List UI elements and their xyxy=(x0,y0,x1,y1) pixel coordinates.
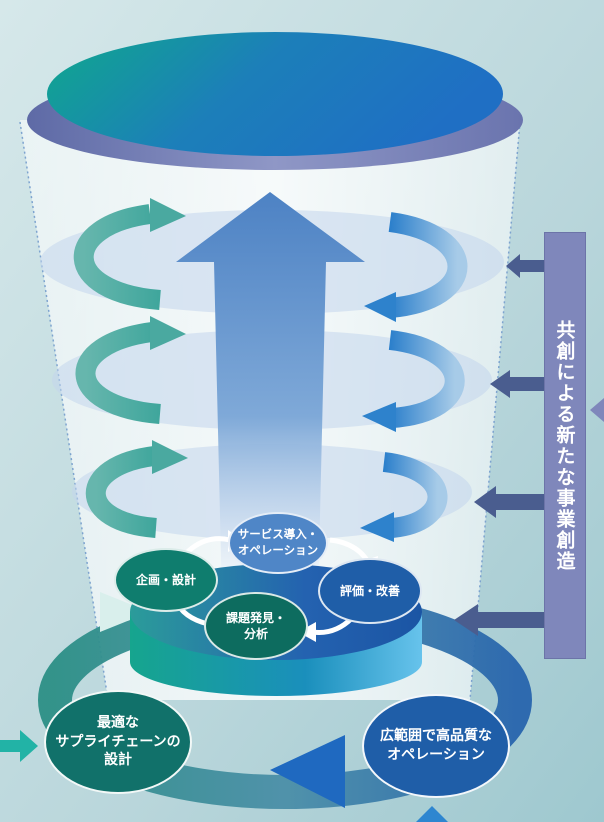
teal-cycle-arrow-2 xyxy=(75,322,161,424)
cone-edge-right xyxy=(469,121,521,701)
ring-arrowhead-left xyxy=(270,735,345,808)
cycle-node-service-label: サービス導入・ オペレーション xyxy=(237,527,319,557)
side-arrow-edge xyxy=(590,398,604,422)
blue-cycle-arrow-2 xyxy=(388,330,465,428)
side-arrows xyxy=(454,254,604,636)
cycle-node-planning: 企画・設計 xyxy=(114,548,218,612)
blue-cycle-arrow-3 xyxy=(382,452,448,538)
bottom-up-arrow xyxy=(416,806,448,822)
teal-cycle-arrow-3 xyxy=(85,446,157,538)
side-label: 共創による新たな事業創造 xyxy=(553,319,576,572)
high-quality-operation-label: 広範囲で高品質な オペレーション xyxy=(380,728,492,763)
cycle-node-analysis: 課題発見・ 分析 xyxy=(204,592,308,660)
central-up-arrow xyxy=(176,192,365,600)
side-arrow-2 xyxy=(490,370,544,398)
cycle-node-evaluation: 評価・改善 xyxy=(318,558,422,624)
cycle-node-analysis-label: 課題発見・ 分析 xyxy=(225,610,286,641)
teal-arrowhead-3 xyxy=(152,440,188,474)
ring-arrowhead-top xyxy=(100,592,150,632)
blue-cycle-arrow-1 xyxy=(388,212,468,318)
side-arrow-1 xyxy=(506,254,544,278)
cycle-node-service: サービス導入・ オペレーション xyxy=(228,512,328,574)
top-disc xyxy=(47,32,503,156)
blue-arrowhead-2 xyxy=(362,402,396,432)
cycle-node-evaluation-label: 評価・改善 xyxy=(339,583,400,598)
blue-arrowhead-1 xyxy=(364,292,396,322)
teal-cycle-arrow-1 xyxy=(73,204,161,310)
supply-chain-design-label: 最適な サプライチェーンの 設計 xyxy=(55,714,181,769)
entry-arrow-left xyxy=(0,730,38,762)
teal-arrowhead-1 xyxy=(150,198,186,232)
high-quality-operation-badge: 広範囲で高品質な オペレーション xyxy=(362,694,510,798)
teal-arrowhead-2 xyxy=(150,316,186,350)
side-arrow-3 xyxy=(474,486,544,518)
blue-arrowhead-3 xyxy=(360,512,394,542)
side-arrow-4 xyxy=(454,604,544,636)
cycle-node-planning-label: 企画・設計 xyxy=(135,572,196,587)
side-label-box: 共創による新たな事業創造 xyxy=(544,232,586,659)
supply-chain-design-badge: 最適な サプライチェーンの 設計 xyxy=(44,690,192,794)
